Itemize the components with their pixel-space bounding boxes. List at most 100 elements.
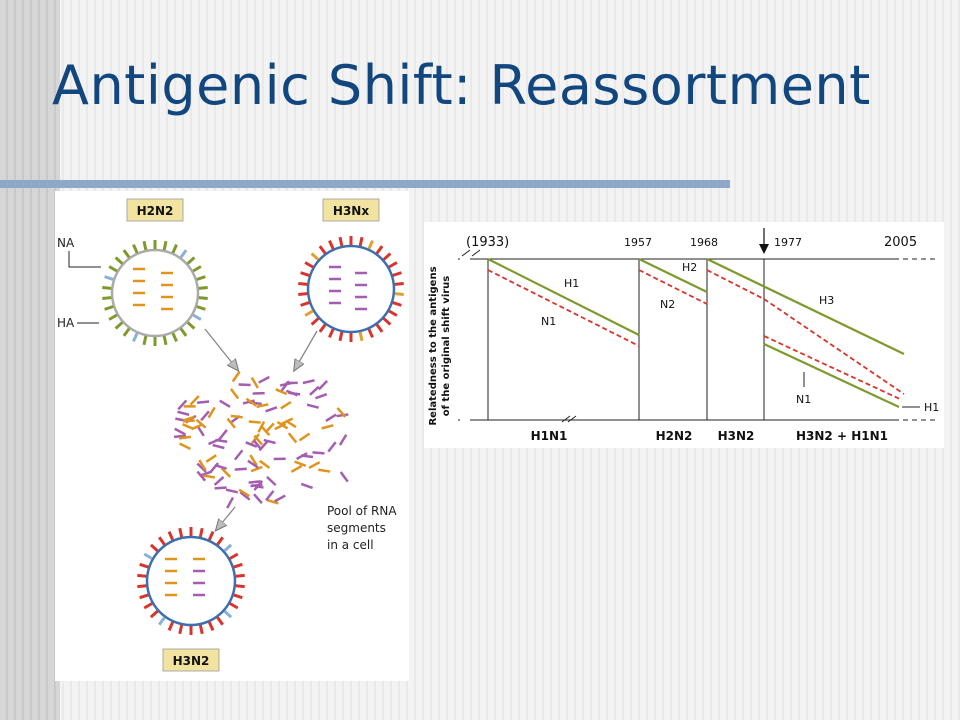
surface-spike — [132, 332, 139, 343]
pool-rna-segment — [312, 451, 325, 455]
y-axis-label-line2: of the original shift virus — [441, 276, 452, 417]
series-label-n1-late: N1 — [796, 393, 811, 406]
pool-rna-segment — [177, 399, 188, 411]
surface-spike — [233, 562, 243, 569]
surface-spike — [375, 245, 384, 255]
pool-rna-segment — [339, 471, 349, 483]
pool-rna-segment — [200, 410, 210, 422]
n2-line-h3n2-era — [706, 269, 765, 300]
surface-spike — [394, 281, 404, 286]
surface-spike — [338, 236, 344, 247]
surface-spike — [108, 313, 118, 321]
h2n2-badge: H2N2 — [126, 198, 184, 222]
surface-spike — [216, 616, 224, 626]
surface-spike — [198, 285, 208, 290]
ha-label: HA — [57, 316, 75, 330]
pool-rna-segment — [306, 403, 319, 409]
h1-line-1977 — [763, 343, 900, 408]
surface-spike — [122, 249, 131, 259]
pool-rna-segment — [238, 488, 250, 498]
pool-rna-segment — [218, 429, 228, 441]
pool-rna-segment — [196, 470, 207, 482]
y-axis-label-line1: Relatedness to the antigens — [428, 266, 439, 425]
pool-rna-segment — [266, 498, 279, 505]
pool-rna-segment — [294, 460, 307, 467]
surface-spike — [143, 602, 153, 610]
surface-spike — [300, 301, 310, 307]
pool-rna-segment — [336, 407, 347, 418]
surface-spike — [167, 621, 175, 631]
surface-spike — [179, 327, 188, 337]
pool-rna-segment — [219, 399, 231, 408]
pool-rna-segment — [242, 399, 255, 405]
pool-rna-segment — [253, 480, 264, 491]
pool-caption-line1: Pool of RNA — [327, 504, 397, 518]
pool-rna-segment — [264, 422, 275, 434]
surface-spike — [104, 275, 114, 281]
surface-spike — [137, 573, 147, 578]
h3n2-progeny-virus — [137, 527, 245, 635]
pool-rna-segment — [215, 438, 228, 443]
pool-rna-segment — [300, 482, 313, 490]
pool-rna-segment — [214, 463, 227, 470]
pool-rna-segment — [302, 379, 315, 385]
pool-rna-segment — [265, 406, 278, 413]
surface-spike — [198, 527, 204, 538]
pool-rna-segment — [179, 442, 191, 451]
pool-rna-segment — [274, 494, 286, 503]
surface-spike — [375, 323, 384, 333]
pool-rna-segment — [315, 392, 328, 400]
surface-spike — [143, 552, 153, 560]
surface-spike — [104, 305, 114, 311]
surface-spike — [382, 252, 392, 261]
surface-spike — [108, 265, 118, 273]
surface-spike — [235, 584, 245, 589]
h3n2-label: H3N2 — [173, 654, 210, 668]
h3nx-badge: H3Nx — [322, 198, 380, 222]
pool-rna-segment — [182, 415, 195, 422]
era-label-h3n2: H3N2 — [718, 429, 755, 443]
pool-rna-segment — [321, 424, 334, 430]
pool-rna-segment — [308, 461, 321, 469]
pool-rna-segment — [298, 432, 311, 442]
series-label-n2: N2 — [660, 298, 675, 311]
surface-spike — [171, 243, 178, 254]
pool-rna-segment — [229, 388, 240, 400]
pool-rna-segment — [200, 470, 213, 477]
pool-rna-segment — [225, 488, 239, 494]
surface-spike — [158, 616, 166, 626]
pool-rna-segment — [309, 385, 320, 396]
reassortment-svg: H2N2 H3Nx H3N2 NA HA Pool of RNA segment… — [57, 198, 404, 672]
break-mark-bottom-b — [567, 415, 577, 423]
pool-rna-segment — [247, 459, 259, 469]
reemergence-arrow-head — [759, 244, 769, 254]
reassortment-diagram: H2N2 H3Nx H3N2 NA HA Pool of RNA segment… — [55, 191, 409, 681]
pool-rna-segment — [231, 370, 241, 383]
h3nx-label: H3Nx — [333, 204, 369, 218]
pool-rna-segment — [250, 433, 260, 445]
pool-rna-segment — [239, 491, 251, 501]
pool-rna-segment — [226, 417, 236, 429]
series-label-h2: H2 — [682, 261, 697, 274]
surface-spike — [149, 543, 159, 553]
surface-spike — [233, 593, 243, 600]
pool-rna-segment — [327, 441, 337, 453]
relatedness-chart: Relatedness to the antigens of the origi… — [424, 222, 944, 448]
h3nx-virus — [298, 236, 404, 342]
surface-spike — [304, 261, 314, 269]
pool-rna-segment — [280, 380, 291, 392]
surface-spike — [102, 296, 112, 301]
surface-spike — [392, 271, 402, 277]
surface-spike — [318, 323, 327, 333]
pool-rna-segment — [234, 467, 247, 471]
surface-spike — [367, 239, 374, 250]
pool-rna-segment — [287, 432, 298, 444]
h3n2-badge: H3N2 — [162, 648, 220, 672]
pool-rna-segment — [250, 377, 259, 389]
era-label-h3n2-h1n1: H3N2 + H1N1 — [796, 429, 888, 443]
year-label-1968: 1968 — [690, 236, 718, 249]
year-label-1977: 1977 — [774, 236, 802, 249]
surface-spike — [298, 292, 308, 297]
relatedness-chart-svg: Relatedness to the antigens of the origi… — [428, 228, 939, 443]
surface-spike — [310, 252, 320, 261]
